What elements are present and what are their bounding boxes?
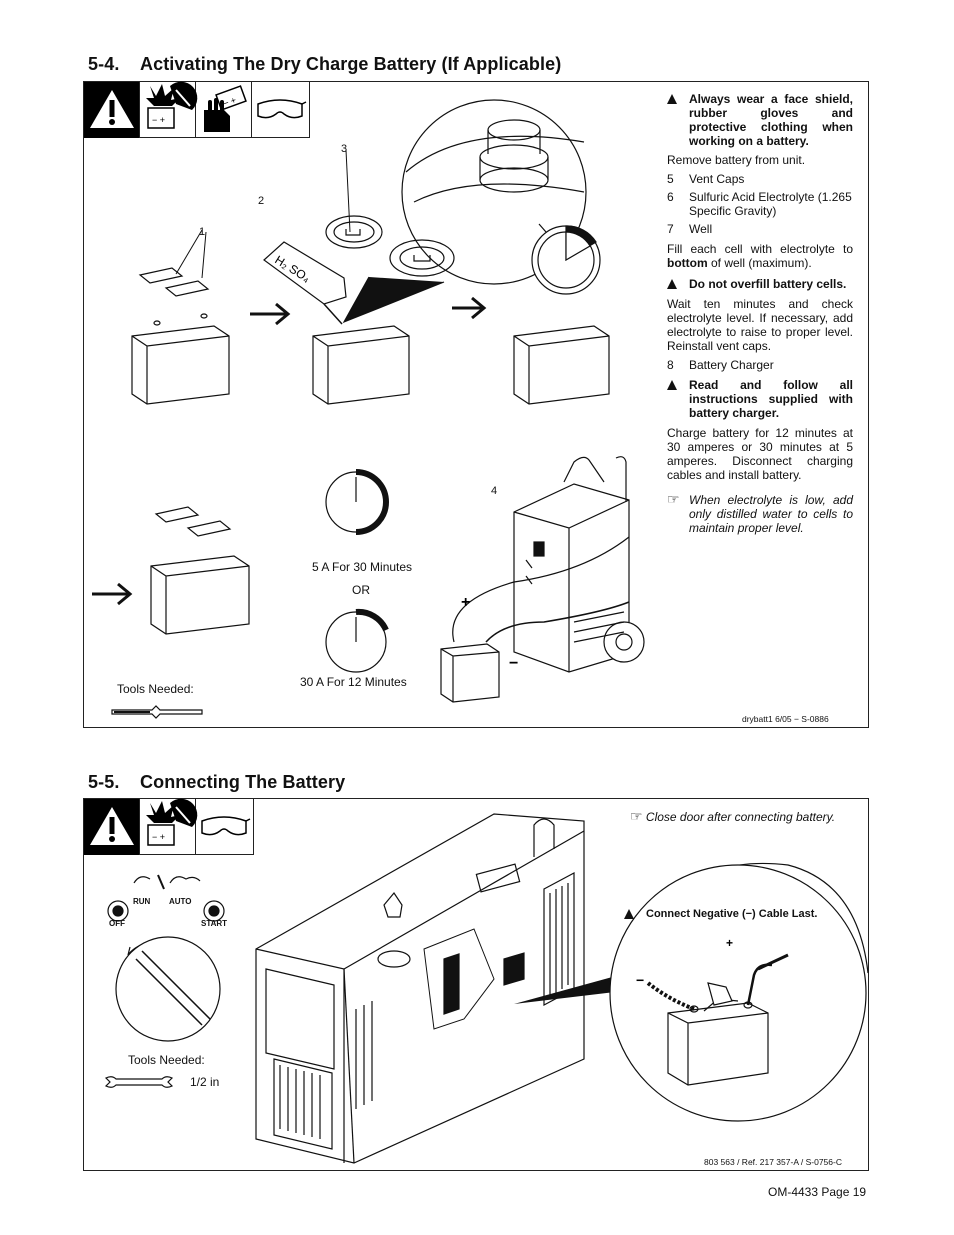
note-close-door: ☞ Close door after connecting battery. [630, 808, 836, 824]
wait-instruction: Wait ten minutes and check electrolyte l… [667, 297, 853, 353]
plus-label: + [726, 936, 733, 950]
or-label: OR [352, 583, 370, 597]
battery-explosion-icon: − + [140, 798, 198, 855]
section-title: Connecting The Battery [140, 772, 346, 792]
warning-negative-last: Connect Negative (−) Cable Last. [624, 907, 864, 921]
callout-4: 4 [491, 485, 498, 497]
section-number: 5-5. [88, 772, 120, 792]
callout-1: 1 [199, 226, 206, 238]
note-distilled-water: ☞ When electrolyte is low, add only dist… [667, 491, 853, 535]
battery-acid-glove-icon: − + [196, 82, 252, 138]
svg-text:+: + [461, 594, 470, 611]
engine-switch-illustration [107, 874, 225, 1042]
callout-3: 3 [341, 143, 348, 155]
wrench-size-label: 1/2 in [190, 1075, 220, 1089]
figure-reference: 803 563 / Ref. 217 357-A / S-0756-C [704, 1157, 842, 1167]
section-5-5-panel: − + ☞ Close door after connecting batter… [83, 798, 869, 1171]
general-warning-icon [84, 82, 140, 138]
svg-text:− +: − + [222, 95, 238, 109]
battery-explosion-icon: − + [140, 81, 198, 138]
warning-triangle-icon [667, 380, 677, 390]
general-warning-icon [84, 799, 140, 855]
tools-needed-label: Tools Needed: [117, 682, 194, 696]
warning-triangle-icon [624, 909, 634, 919]
safety-icon-bar: − + − + [84, 81, 310, 138]
svg-text:− +: − + [152, 115, 165, 125]
warning-face-shield: Always wear a face shield, rubber gloves… [667, 92, 853, 148]
section-title: Activating The Dry Charge Battery (If Ap… [140, 54, 562, 74]
warning-triangle-icon [667, 94, 677, 104]
warning-triangle-icon [667, 279, 677, 289]
callout-2: 2 [258, 195, 265, 207]
wrench-icon [104, 1076, 174, 1088]
svg-text:− +: − + [152, 832, 165, 842]
warning-overfill: Do not overfill battery cells. [667, 277, 853, 291]
section-number: 5-4. [88, 54, 120, 74]
battery-activation-illustration: H₂ SO₄ + − [92, 99, 645, 719]
safety-goggles-icon [196, 799, 252, 855]
safety-icon-bar: − + [84, 798, 254, 855]
timer-5a-label: 5 A For 30 Minutes [312, 560, 413, 574]
page-footer: OM-4433 Page 19 [768, 1185, 867, 1199]
switch-start-label: START [201, 919, 228, 928]
remove-battery-text: Remove battery from unit. [667, 153, 806, 167]
switch-run-label: RUN [133, 897, 151, 906]
timer-30a-label: 30 A For 12 Minutes [300, 675, 407, 689]
note-hand-icon: ☞ [667, 491, 680, 507]
charge-instruction: Charge battery for 12 minutes at 30 ampe… [667, 426, 853, 482]
switch-auto-label: AUTO [169, 897, 192, 906]
safety-goggles-icon [252, 82, 308, 138]
switch-off-label: OFF [109, 919, 125, 928]
battery-terminal-illustration: + − [609, 862, 869, 1122]
tools-needed-label: Tools Needed: [128, 1053, 205, 1067]
section-5-4-heading: 5-4. Activating The Dry Charge Battery (I… [88, 54, 561, 75]
section-5-4-panel: − + − + [83, 81, 869, 728]
svg-text:−: − [509, 655, 518, 672]
fill-instruction: Fill each cell with electrolyte to botto… [667, 242, 853, 270]
note-hand-icon: ☞ [630, 808, 643, 824]
minus-label: − [636, 972, 644, 988]
warning-charger: Read and follow all instructions supplie… [667, 378, 853, 420]
figure-reference: drybatt1 6/05 − S-0886 [742, 714, 829, 724]
section-5-5-heading: 5-5. Connecting The Battery [88, 772, 345, 793]
